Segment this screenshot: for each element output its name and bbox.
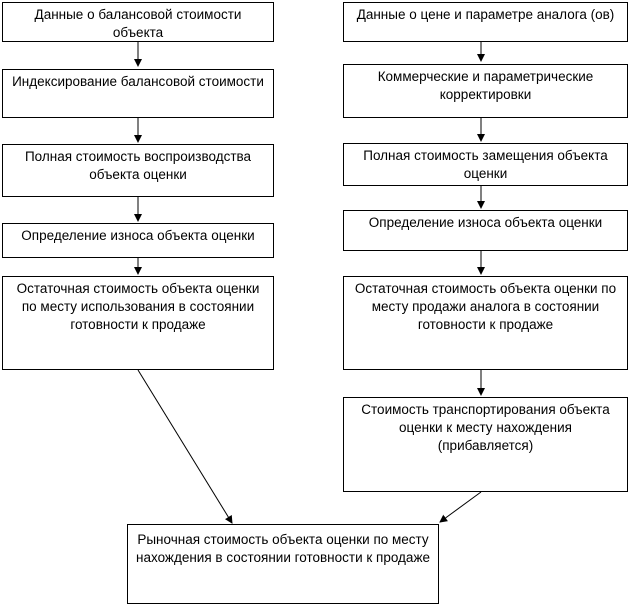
right-box-depreciation-text: Определение износа объекта оценки xyxy=(368,215,603,230)
right-box-transport-cost: Стоимость транспортирования объекта оцен… xyxy=(343,397,628,492)
left-box-depreciation: Определение износа объекта оценки xyxy=(2,223,274,258)
arrow-left-5-result xyxy=(137,369,233,524)
right-box-analog-data-text: Данные о цене и параметре аналога (ов) xyxy=(356,7,615,22)
right-box-depreciation: Определение износа объекта оценки xyxy=(343,210,628,251)
left-box-residual-value: Остаточная стоимость объекта оценки по м… xyxy=(2,276,274,370)
left-box-balance-data-text: Данные о балансовой стоимости объекта xyxy=(34,7,242,40)
right-box-residual-value-text: Остаточная стоимость объекта оценки по м… xyxy=(354,281,617,332)
arrow-right-6-result xyxy=(439,491,482,523)
right-box-transport-cost-text: Стоимость транспортирования объекта оцен… xyxy=(361,402,610,453)
right-box-adjustments-text: Коммерческие и параметрические корректир… xyxy=(377,69,594,102)
result-box-market-value: Рыночная стоимость объекта оценки по мес… xyxy=(127,524,439,604)
result-box-market-value-text: Рыночная стоимость объекта оценки по мес… xyxy=(136,532,430,565)
left-box-depreciation-text: Определение износа объекта оценки xyxy=(21,228,255,243)
left-box-residual-value-text: Остаточная стоимость объекта оценки по м… xyxy=(16,281,260,332)
left-box-reproduction-cost: Полная стоимость воспроизводства объекта… xyxy=(2,144,274,197)
right-box-replacement-cost-text: Полная стоимость замещения объекта оценк… xyxy=(363,148,608,181)
right-box-replacement-cost: Полная стоимость замещения объекта оценк… xyxy=(343,143,628,186)
left-box-indexing-text: Индексирование балансовой стоимости xyxy=(12,74,264,89)
left-box-indexing: Индексирование балансовой стоимости xyxy=(2,69,274,118)
right-box-analog-data: Данные о цене и параметре аналога (ов) xyxy=(343,2,628,42)
left-box-reproduction-cost-text: Полная стоимость воспроизводства объекта… xyxy=(24,149,252,182)
right-box-residual-value: Остаточная стоимость объекта оценки по м… xyxy=(343,276,628,370)
left-box-balance-data: Данные о балансовой стоимости объекта xyxy=(2,2,274,42)
right-box-adjustments: Коммерческие и параметрические корректир… xyxy=(343,64,628,118)
